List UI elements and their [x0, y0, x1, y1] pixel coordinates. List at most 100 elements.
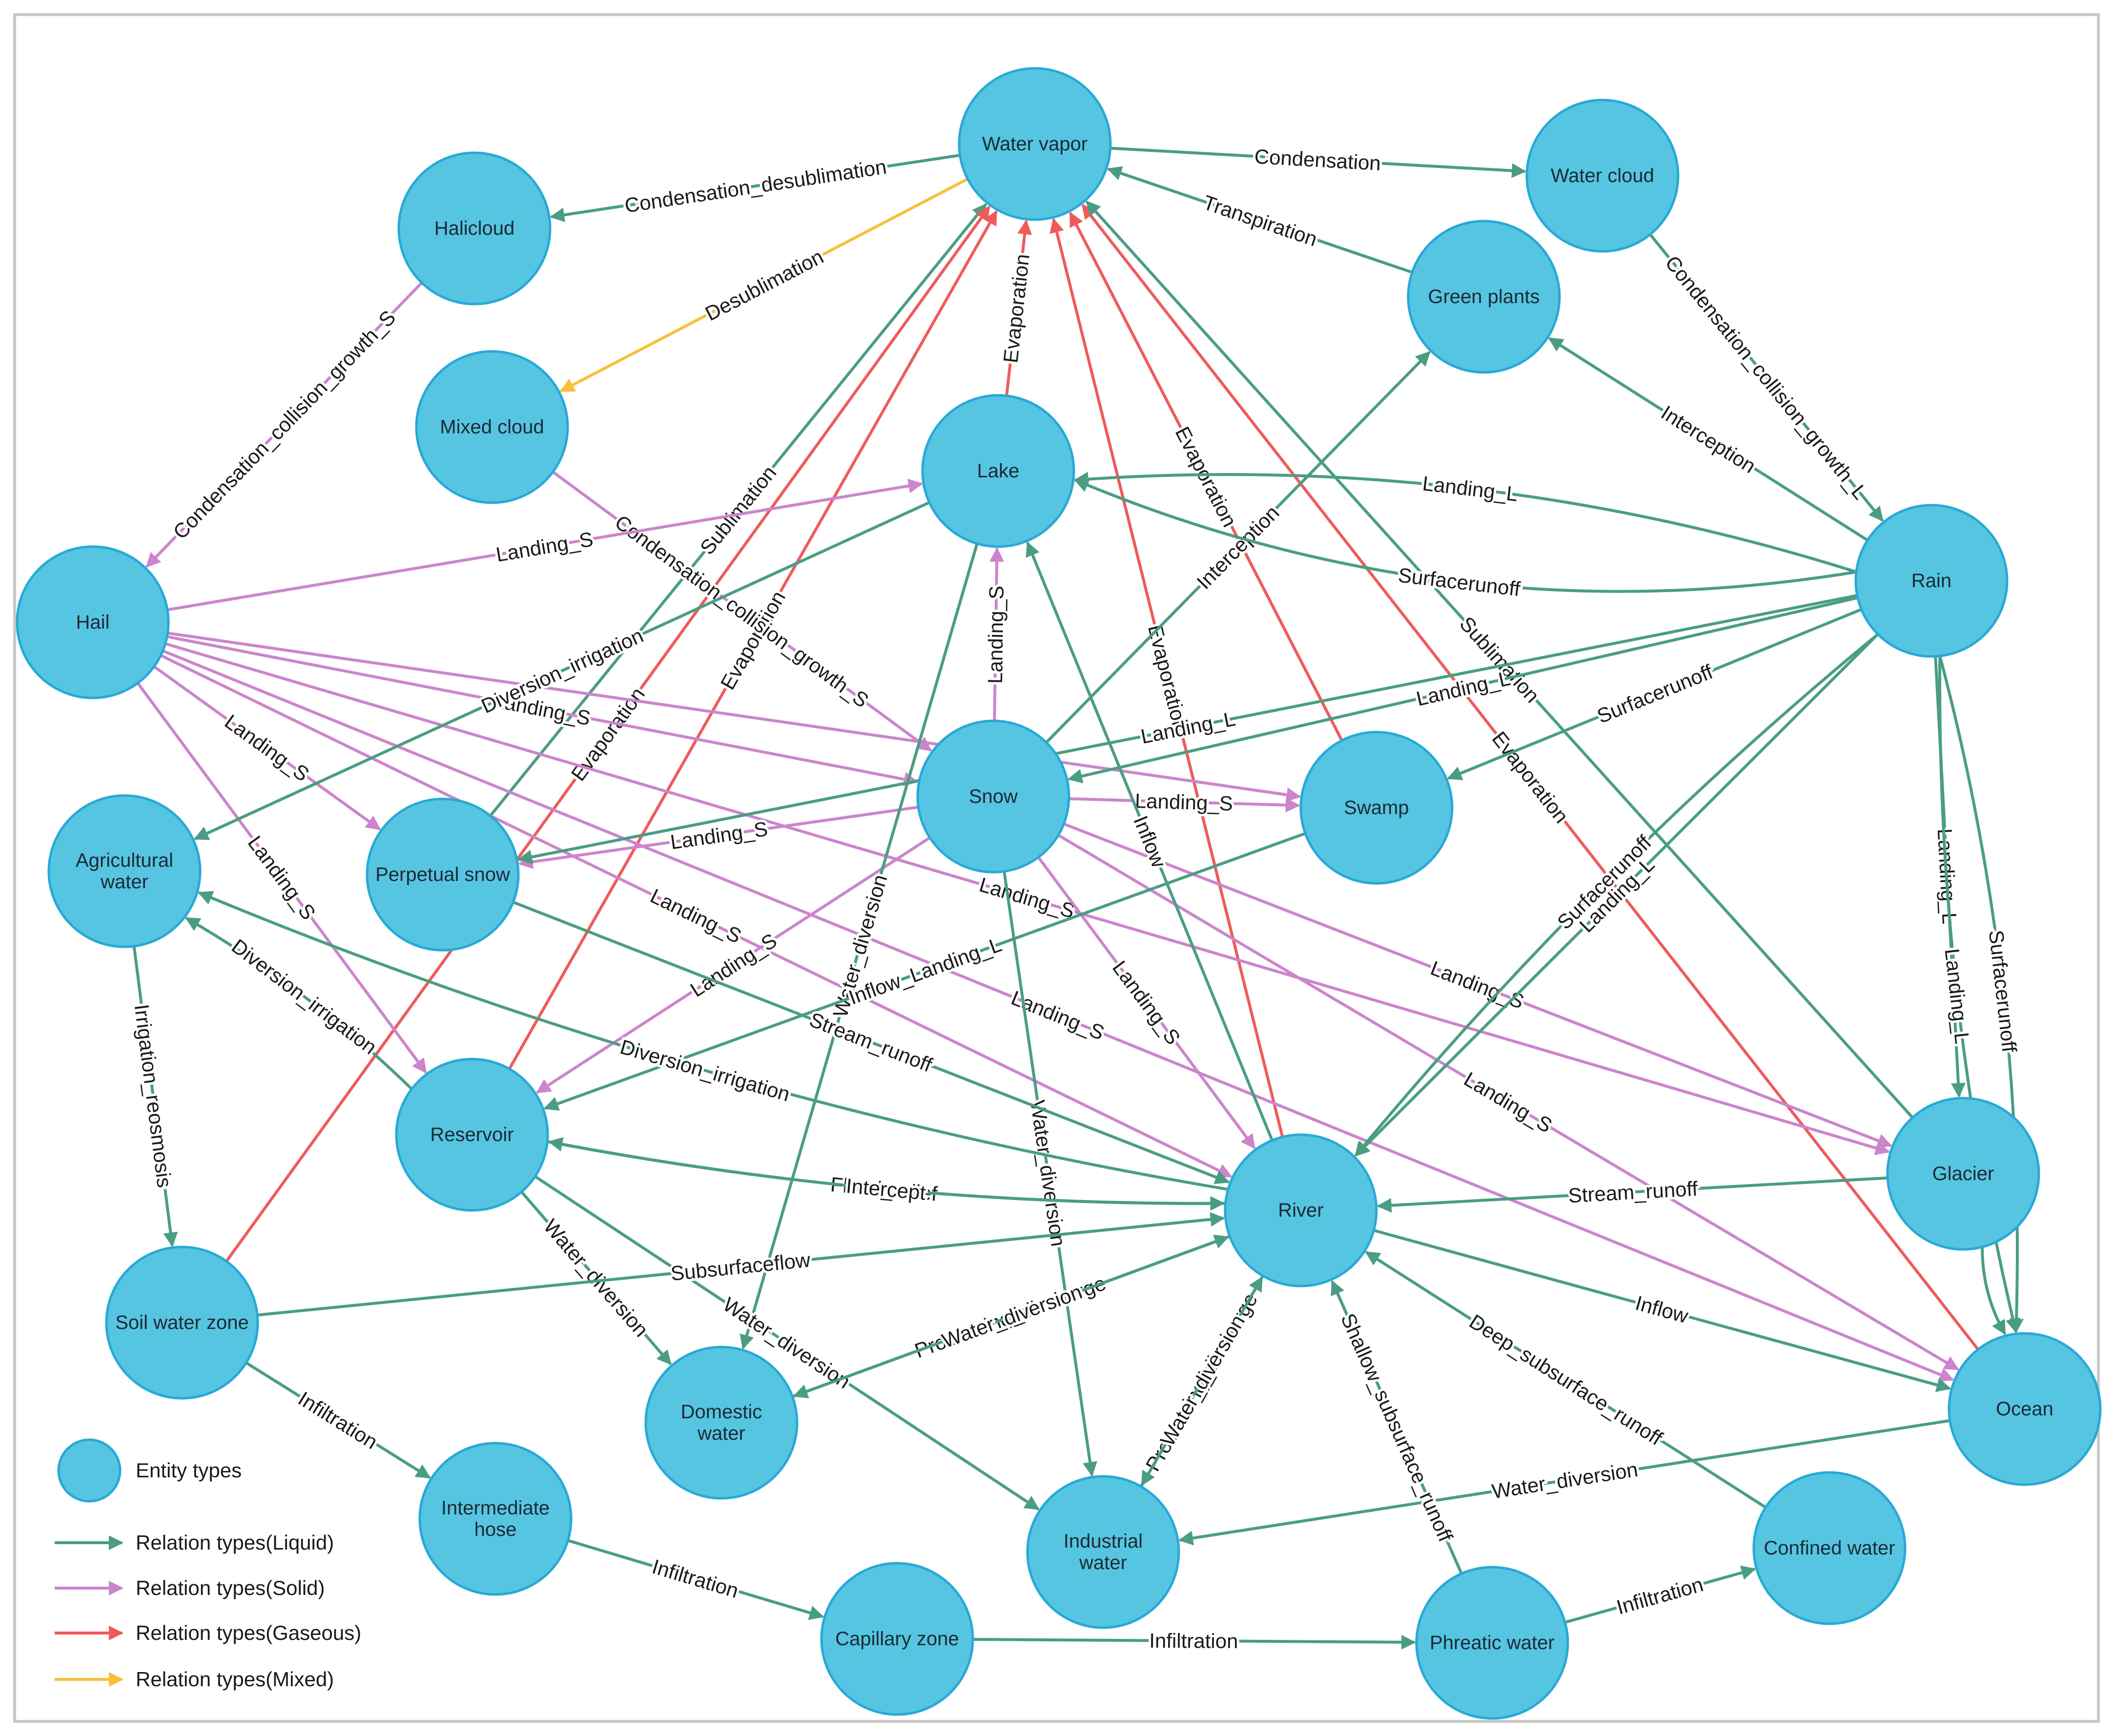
node-label: River	[1278, 1200, 1323, 1221]
edge-line	[517, 594, 1858, 864]
node-label: Ocean	[1996, 1398, 2053, 1420]
edge-intermediate-hose-to-capillary-zone: Infiltration	[567, 1539, 824, 1620]
node-label: Mixed cloud	[440, 416, 544, 438]
edge-line	[1063, 822, 1892, 1148]
edge-label: Landing_L	[1941, 947, 1974, 1045]
edge-line	[166, 635, 919, 787]
node-label: Soil water zone	[115, 1312, 248, 1333]
edge-line	[520, 1191, 672, 1366]
node-circle	[415, 350, 569, 504]
edge-label: Evaporation	[999, 253, 1034, 364]
edge-rain-to-perpetual-snow: Landing_L	[517, 594, 1858, 864]
edge-line	[164, 642, 1890, 1155]
node-label: Agricultural	[76, 850, 173, 871]
figure-border	[13, 13, 2100, 1723]
edge-label: Landing_S	[1460, 1067, 1556, 1137]
edge-capillary-zone-to-phreatic-water: Infiltration	[972, 1627, 1416, 1655]
node-mixed-cloud: Mixed cloud	[415, 350, 569, 504]
edge-line	[972, 1634, 1416, 1650]
edge-line	[1649, 233, 1884, 522]
node-capillary-zone: Capillary zone	[820, 1562, 974, 1716]
edge-line	[1005, 220, 1032, 396]
legend: Entity types Relation types(Liquid) Rela…	[55, 1438, 361, 1691]
edge-label: Landing_S	[984, 586, 1008, 684]
edge-river-to-reservoir: Intercept	[548, 1137, 1226, 1207]
node-label: Intermediate	[441, 1497, 550, 1519]
edge-label: Landing_L	[1421, 471, 1519, 506]
node-circle	[921, 394, 1075, 548]
node-label: Water vapor	[982, 133, 1087, 155]
edge-label: Water_diversion	[1026, 1099, 1070, 1248]
edge-hail-to-lake: Landing_S	[167, 478, 923, 612]
edge-label: Infiltration	[650, 1555, 741, 1602]
edge-glacier-to-river: Stream_runoff	[1376, 1175, 1888, 1213]
legend-liquid-label: Relation types(Liquid)	[136, 1531, 334, 1554]
node-soil-water-zone: Soil water zone	[105, 1246, 259, 1400]
edge-snow-to-swamp: Landing_S	[1068, 787, 1301, 817]
edge-label: Desublimation	[701, 245, 827, 326]
node-circle	[1525, 99, 1680, 253]
edge-lake-to-water-vapor: Evaporation	[996, 220, 1036, 396]
edge-label: Diversion_irrigation	[227, 935, 381, 1059]
node-label: Domestic	[681, 1401, 762, 1423]
node-glacier: Glacier	[1886, 1097, 2040, 1251]
node-label: Industrial	[1064, 1531, 1143, 1552]
edge-line	[1365, 1251, 1767, 1509]
edge-line	[145, 282, 423, 568]
edge-label: Water_diversion	[1156, 1311, 1250, 1450]
node-label: Hail	[76, 612, 110, 633]
node-label: Capillary zone	[835, 1628, 959, 1650]
edge-line	[1074, 478, 1857, 593]
edge-label: Evaporation	[567, 683, 649, 785]
edge-reservoir-to-agricultural-water: Diversion_irrigation	[185, 917, 413, 1090]
edge-label: Water_diversion	[939, 1280, 1086, 1352]
node-circle	[1886, 1097, 2040, 1251]
edge-glacier-to-ocean	[1981, 1246, 2007, 1335]
node-river: River	[1224, 1133, 1378, 1287]
edge-line	[1548, 337, 1868, 542]
legend-solid-label: Relation types(Solid)	[136, 1576, 325, 1599]
edge-line	[1045, 351, 1431, 744]
edge-river-to-industrial-water: Water_diversion	[1141, 1275, 1264, 1486]
edge-label: Intercept	[845, 1174, 926, 1205]
node-circle	[1407, 220, 1561, 374]
edge-snow-to-industrial-water: Water_diversion	[1003, 871, 1098, 1477]
edge-line	[1141, 1275, 1264, 1486]
node-circle	[1224, 1133, 1378, 1287]
node-green-plants: Green plants	[1407, 220, 1561, 374]
edge-label: Surfacerunoff	[1397, 563, 1521, 600]
edge-label: Landing_S	[1134, 789, 1233, 815]
node-label: Lake	[977, 460, 1020, 482]
edge-line	[1049, 218, 1284, 1138]
node-label: Halicloud	[434, 218, 515, 239]
edge-line	[534, 1175, 1040, 1511]
edge-line	[1110, 146, 1527, 178]
node-circle	[397, 151, 552, 306]
edge-soil-water-zone-to-intermediate-hose: Infiltration	[245, 1361, 431, 1479]
edge-label: Condensation_desublimation	[623, 155, 888, 217]
node-label: Confined water	[1764, 1537, 1895, 1559]
node-circle	[820, 1562, 974, 1716]
node-circle	[958, 67, 1112, 221]
edge-line	[543, 832, 1306, 1111]
edge-line	[1376, 1176, 1888, 1213]
edge-snow-to-perpetual-snow: Landing_S	[518, 805, 919, 869]
edge-line	[989, 547, 1005, 721]
edge-line	[559, 178, 968, 393]
edge-line	[162, 649, 1954, 1382]
legend-gaseous-label: Relation types(Gaseous)	[136, 1621, 361, 1644]
edge-label: Landing_S	[977, 873, 1077, 922]
node-label: water	[1079, 1552, 1127, 1573]
edge-label: Infiltration	[1614, 1573, 1706, 1618]
edge-water-vapor-to-water-cloud: Condensation	[1110, 143, 1527, 178]
edge-label: Deep_subsurface_runoff	[1465, 1310, 1667, 1450]
node-label: Swamp	[1344, 797, 1409, 818]
edge-label: Landing_S	[1428, 956, 1527, 1013]
edge-line	[132, 946, 178, 1247]
edge-line	[508, 210, 998, 1070]
edge-phreatic-water-to-river: Shallow_subsurface_runoff	[1331, 1280, 1463, 1574]
node-circle	[105, 1246, 259, 1400]
edge-river-to-water-vapor: Evaporation	[1049, 218, 1284, 1138]
